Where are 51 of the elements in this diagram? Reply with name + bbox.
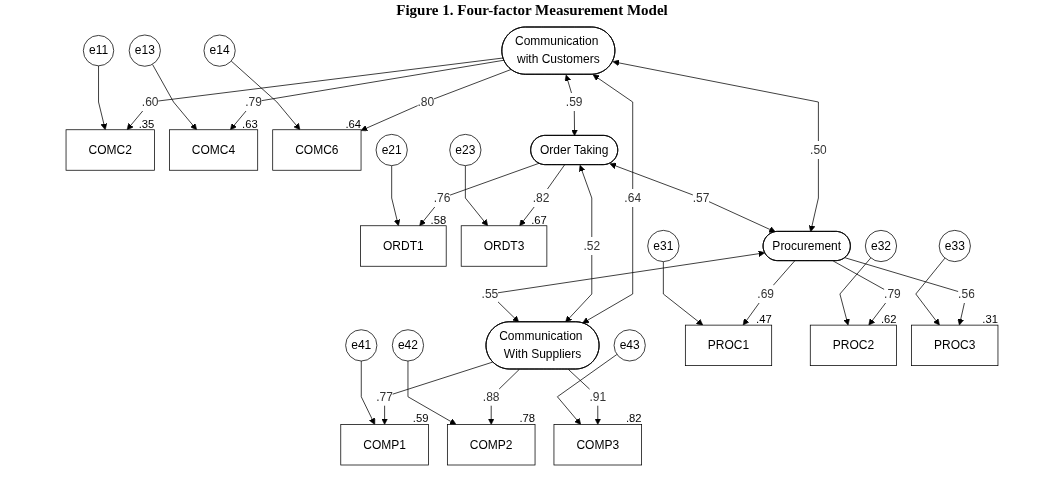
node-box: COMC6: [272, 129, 362, 171]
figure-title: Figure 1. Four-factor Measurement Model: [395, 2, 669, 19]
squared-correlation-value: .63: [242, 117, 258, 130]
edge-label: .77: [376, 390, 393, 403]
edge-label: .69: [757, 287, 774, 300]
squared-correlation-value: .82: [626, 412, 642, 425]
squared-correlation-value: .59: [412, 412, 429, 425]
node-circle: e41: [345, 329, 378, 362]
squared-correlation-value: .47: [756, 312, 772, 325]
node-circle: e13: [128, 34, 161, 67]
node-circle: e33: [938, 230, 971, 262]
edge-label: .52: [583, 239, 601, 252]
edge-label: .50: [810, 143, 827, 156]
edge-label: .64: [624, 191, 642, 204]
edge-label: .88: [482, 390, 500, 403]
edge-label: .56: [958, 287, 975, 300]
node-circle: e32: [864, 230, 897, 262]
node-box: PROC2: [809, 324, 897, 366]
node-circle: e23: [449, 134, 482, 166]
node-circle: e43: [613, 329, 646, 362]
edge-label: .57: [692, 191, 710, 204]
squared-correlation-value: .64: [345, 117, 362, 130]
edge-label: .55: [481, 287, 499, 300]
edge-label: .60: [141, 95, 159, 108]
squared-correlation-value: .35: [138, 117, 155, 130]
squared-correlation-value: .62: [881, 312, 897, 325]
node-circle: e11: [82, 35, 115, 67]
squared-correlation-value: .58: [430, 213, 447, 226]
edge-label: .80: [417, 95, 435, 108]
node-circle: e31: [647, 230, 680, 262]
edge-label: .82: [532, 191, 550, 204]
edge-label: .91: [589, 390, 607, 403]
node-box: COMP2: [447, 424, 536, 466]
edge-label: .79: [245, 95, 262, 108]
node-box: COMC2: [65, 129, 155, 171]
node-circle: e14: [203, 34, 236, 67]
node-circle: e42: [391, 329, 424, 362]
edge-label: .79: [884, 287, 901, 300]
node-box: PROC1: [684, 324, 773, 366]
node-box: ORDT3: [460, 225, 548, 267]
squared-correlation-value: .67: [531, 213, 547, 226]
node-box: COMP3: [553, 424, 642, 466]
edge-label: .76: [433, 191, 451, 204]
node-box: ORDT1: [360, 225, 447, 267]
node-circle: e21: [375, 134, 408, 166]
squared-correlation-value: .78: [519, 412, 536, 425]
squared-correlation-value: .31: [982, 312, 998, 325]
edge-label: .59: [565, 95, 583, 108]
node-box: COMP1: [340, 424, 429, 466]
node-box: PROC3: [911, 324, 999, 366]
node-box: COMC4: [169, 129, 259, 171]
